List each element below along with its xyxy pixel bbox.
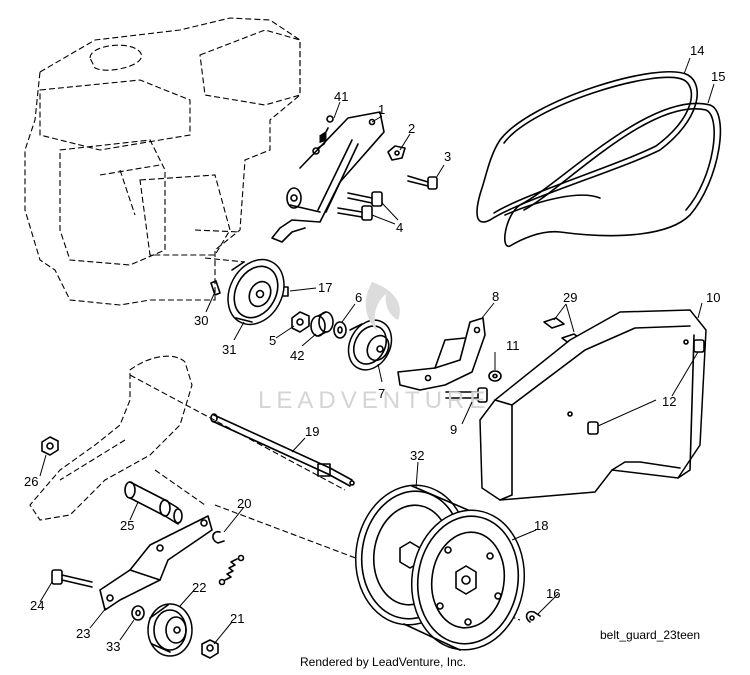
callout-32: 32 xyxy=(410,448,424,463)
part-25-pin xyxy=(124,481,183,525)
callout-30: 30 xyxy=(194,313,208,328)
engine-outline xyxy=(24,17,301,306)
part-5-nut xyxy=(291,311,310,333)
callout-22: 22 xyxy=(192,580,206,595)
part-11-washer xyxy=(488,370,502,382)
callout-20: 20 xyxy=(237,496,251,511)
part-41-spring xyxy=(312,115,334,155)
callout-10: 10 xyxy=(706,290,720,305)
callout-12: 12 xyxy=(662,394,676,409)
callout-31: 31 xyxy=(222,342,236,357)
callout-15: 15 xyxy=(711,69,725,84)
callout-labels: 41 1 2 3 4 14 15 17 30 31 5 42 6 7 8 29 … xyxy=(24,43,725,654)
callout-17: 17 xyxy=(318,280,332,295)
callout-24: 24 xyxy=(30,598,44,613)
part-31-pulley xyxy=(227,258,285,326)
callout-8: 8 xyxy=(492,289,499,304)
callout-7: 7 xyxy=(378,386,385,401)
part-20-clip xyxy=(212,530,225,544)
callout-9: 9 xyxy=(450,422,457,437)
callout-26: 26 xyxy=(24,474,38,489)
callout-18: 18 xyxy=(534,518,548,533)
callout-19: 19 xyxy=(305,424,319,439)
callout-3: 3 xyxy=(444,149,451,164)
callout-41: 41 xyxy=(334,89,348,104)
callout-14: 14 xyxy=(690,43,704,58)
watermark: LEADVENTURE xyxy=(258,282,490,414)
callout-25: 25 xyxy=(120,518,134,533)
part-26-nut xyxy=(41,436,59,456)
callout-11: 11 xyxy=(506,338,520,353)
part-19-shaft xyxy=(210,413,355,487)
part-2-clip xyxy=(387,145,406,161)
part-23-idler-arm xyxy=(99,515,213,611)
callout-5: 5 xyxy=(269,333,276,348)
part-4-bolts xyxy=(337,191,399,225)
part-18-wheel xyxy=(403,485,526,651)
part-22-idler-pulley xyxy=(147,603,193,657)
part-16-clip xyxy=(525,610,541,623)
callout-1: 1 xyxy=(378,102,385,117)
watermark-text: LEADVENTURE xyxy=(258,387,490,414)
part-30-pin xyxy=(210,280,221,296)
diagram-reference: belt_guard_23teen xyxy=(600,628,701,642)
part-9-bolt xyxy=(445,387,488,403)
part-3-bolt xyxy=(407,175,438,190)
callout-4: 4 xyxy=(396,220,403,235)
part-42-spacer xyxy=(310,311,334,337)
part-8-bracket xyxy=(397,317,486,391)
callout-2: 2 xyxy=(408,121,415,136)
callout-23: 23 xyxy=(76,626,90,641)
part-24-bolt xyxy=(51,569,93,588)
leader-lines xyxy=(39,57,715,645)
part-6-washer xyxy=(333,321,347,339)
callout-16: 16 xyxy=(546,586,560,601)
spring-lower xyxy=(218,554,245,586)
part-1-idler-bracket xyxy=(271,111,385,243)
callout-6: 6 xyxy=(355,290,362,305)
callout-21: 21 xyxy=(230,611,244,626)
part-15-belt xyxy=(504,102,722,247)
part-10-belt-guard xyxy=(479,309,707,501)
part-33-washer xyxy=(131,605,145,621)
callout-42: 42 xyxy=(290,348,304,363)
part-21-nut xyxy=(201,639,219,659)
callout-33: 33 xyxy=(106,639,120,654)
part-12-nuts xyxy=(567,339,705,435)
callout-29: 29 xyxy=(563,290,577,305)
part-7-pulley xyxy=(347,319,393,371)
part-14-belt xyxy=(476,71,698,223)
render-credit: Rendered by LeadVenture, Inc. xyxy=(300,655,467,669)
